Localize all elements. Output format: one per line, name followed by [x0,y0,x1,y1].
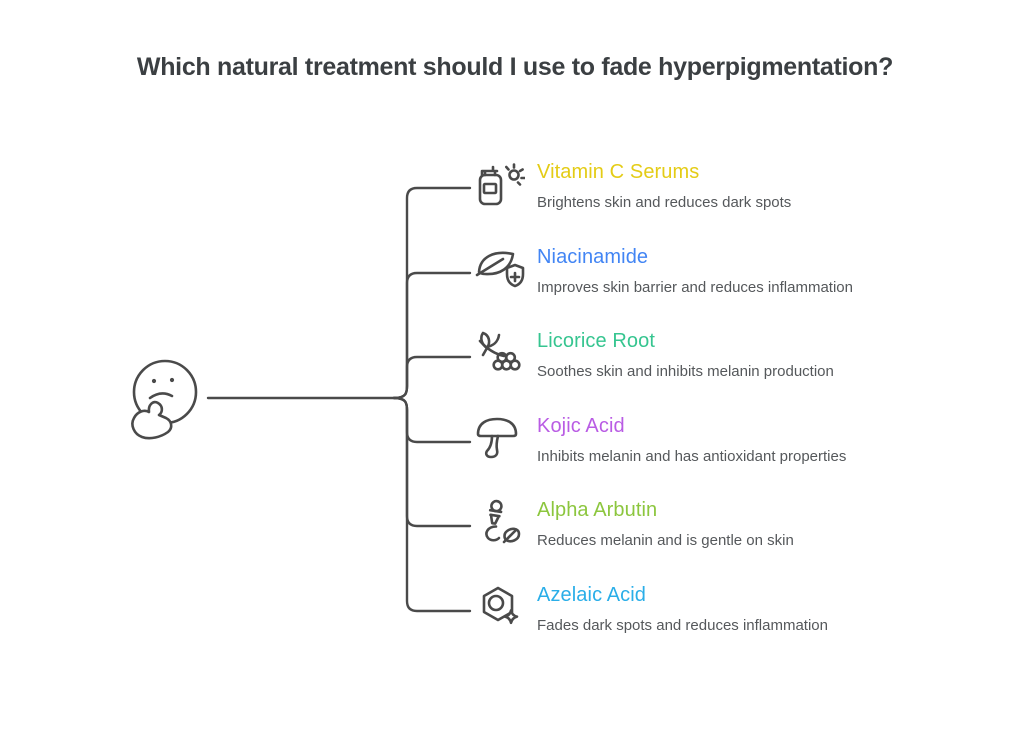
treatment-description: Fades dark spots and reduces inflammatio… [537,617,828,634]
leaf-shield-plus-icon [473,244,525,296]
treatment-name: Vitamin C Serums [537,161,700,183]
mindmap-branch-line [392,396,472,528]
dropper-leaf-icon [473,497,525,549]
treatment-description: Soothes skin and inhibits melanin produc… [537,363,834,380]
treatment-description: Inhibits melanin and has antioxidant pro… [537,448,847,465]
treatment-name: Niacinamide [537,246,649,268]
branch-berries-icon [473,328,525,380]
treatment-description: Reduces melanin and is gentle on skin [537,532,794,549]
mushroom-icon [473,413,525,465]
treatment-name: Alpha Arbutin [537,499,658,521]
mindmap-branch-line [392,396,472,613]
serum-pump-bottle-sun-icon [473,159,525,211]
treatment-description: Improves skin barrier and reduces inflam… [537,279,853,296]
treatment-description: Brightens skin and reduces dark spots [537,194,792,211]
thinking-face-icon [131,359,198,440]
treatment-name: Licorice Root [537,330,656,352]
page-title: Which natural treatment should I use to … [136,53,894,81]
mindmap-branch-line [392,271,472,400]
mindmap-branch-line [392,355,472,400]
hexagon-molecule-sparkle-icon [473,582,525,634]
treatment-name: Azelaic Acid [537,584,647,606]
treatment-name: Kojic Acid [537,415,625,437]
mindmap-branch-line [392,186,472,400]
